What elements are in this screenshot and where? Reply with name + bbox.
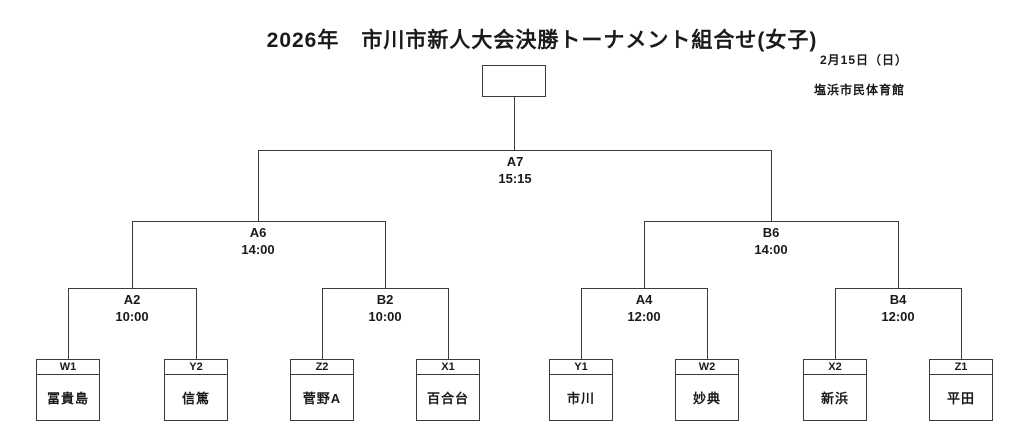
match-time: 10:00	[368, 309, 402, 324]
bracket-line	[322, 288, 323, 359]
event-date: 2月15日（日）	[820, 53, 909, 67]
match-time: 14:00	[754, 242, 788, 257]
team-box: W2 妙典	[675, 359, 739, 421]
match-id: A2	[123, 292, 141, 307]
bracket-line	[322, 288, 448, 289]
bracket-line	[898, 221, 899, 288]
match-time: 12:00	[881, 309, 915, 324]
bracket-line	[385, 221, 386, 288]
match-id: A6	[249, 225, 267, 240]
team-seed: Z2	[291, 360, 353, 375]
match-quarterfinal-1: A2 10:00	[87, 291, 177, 325]
team-box: Z1 平田	[929, 359, 993, 421]
event-venue: 塩浜市民体育館	[814, 83, 906, 97]
bracket-line	[961, 288, 962, 359]
match-time: 14:00	[241, 242, 275, 257]
team-name: 冨貴島	[46, 391, 89, 406]
team-name: 市川	[566, 391, 595, 406]
bracket-line	[644, 221, 898, 222]
team-seed: Y2	[165, 360, 227, 375]
bracket-line	[581, 288, 707, 289]
bracket-line	[514, 97, 515, 150]
match-final: A7 15:15	[470, 153, 560, 187]
team-seed: Y1	[550, 360, 612, 375]
bracket-line	[644, 221, 645, 288]
team-seed: X2	[804, 360, 866, 375]
match-time: 12:00	[627, 309, 661, 324]
team-box: Y1 市川	[549, 359, 613, 421]
bracket-line	[835, 288, 961, 289]
bracket-line	[132, 221, 385, 222]
team-name: 百合台	[426, 391, 469, 406]
team-box: Z2 菅野A	[290, 359, 354, 421]
match-id: B4	[889, 292, 907, 307]
match-id: A4	[635, 292, 653, 307]
team-seed: Z1	[930, 360, 992, 375]
match-id: B6	[762, 225, 780, 240]
bracket-line	[448, 288, 449, 359]
match-semifinal-left: A6 14:00	[213, 224, 303, 258]
team-box: W1 冨貴島	[36, 359, 100, 421]
match-id: A7	[506, 154, 524, 169]
team-name: 菅野A	[302, 391, 342, 406]
bracket-line	[835, 288, 836, 359]
match-time: 10:00	[115, 309, 149, 324]
match-quarterfinal-4: B4 12:00	[853, 291, 943, 325]
team-box: X2 新浜	[803, 359, 867, 421]
bracket-line	[771, 150, 772, 221]
bracket-line	[68, 288, 196, 289]
team-name: 新浜	[820, 391, 849, 406]
team-box: Y2 信篤	[164, 359, 228, 421]
bracket-line	[581, 288, 582, 359]
team-name: 妙典	[692, 391, 721, 406]
bracket-line	[68, 288, 69, 359]
team-seed: W1	[37, 360, 99, 375]
team-name: 信篤	[181, 391, 210, 406]
match-time: 15:15	[498, 171, 532, 186]
bracket-line	[707, 288, 708, 359]
match-quarterfinal-3: A4 12:00	[599, 291, 689, 325]
team-seed: W2	[676, 360, 738, 375]
team-name: 平田	[946, 391, 975, 406]
bracket-line	[132, 221, 133, 288]
team-seed: X1	[417, 360, 479, 375]
team-box: X1 百合台	[416, 359, 480, 421]
champion-box	[482, 65, 546, 97]
bracket-line	[258, 150, 259, 221]
bracket-line	[196, 288, 197, 359]
page-title: 2026年 市川市新人大会決勝トーナメント組合せ(女子)	[266, 29, 818, 52]
match-semifinal-right: B6 14:00	[726, 224, 816, 258]
match-id: B2	[376, 292, 394, 307]
bracket-line	[258, 150, 771, 151]
match-quarterfinal-2: B2 10:00	[340, 291, 430, 325]
